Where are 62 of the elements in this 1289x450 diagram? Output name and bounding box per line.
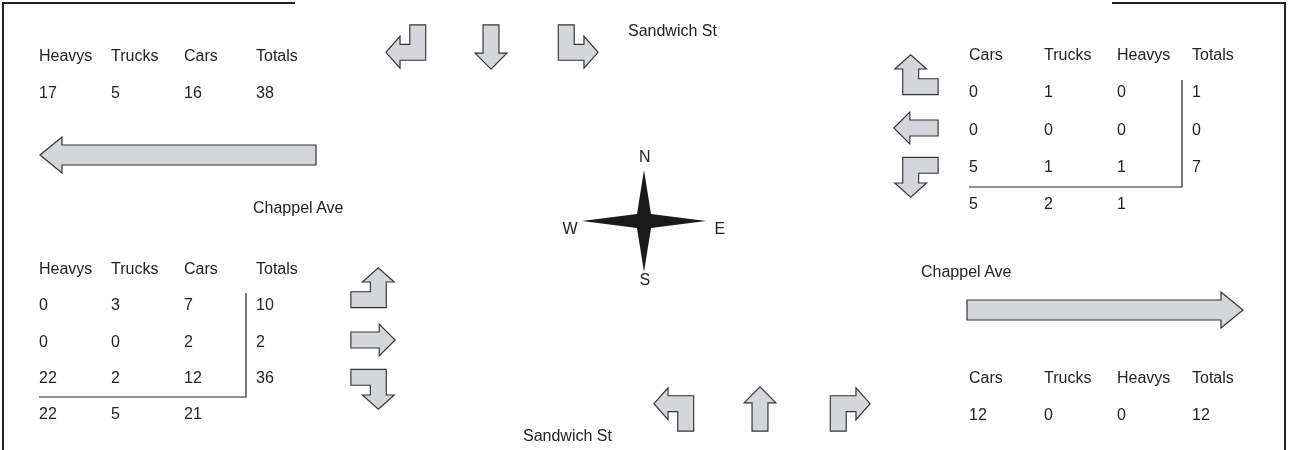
total-value: 5 — [111, 405, 120, 423]
street-name: Chappel Ave — [921, 263, 1012, 281]
total-value: 12 — [1192, 406, 1210, 424]
count-value: 17 — [39, 84, 57, 102]
compass-letter: E — [714, 220, 726, 238]
total-value: 36 — [256, 369, 274, 387]
total-value: 5 — [969, 195, 978, 213]
count-value: 5 — [111, 84, 120, 102]
count-value: 22 — [39, 369, 57, 387]
street-name: Sandwich St — [628, 22, 717, 40]
total-value: 1 — [1192, 83, 1201, 101]
compass-letter: W — [562, 220, 578, 238]
count-value: 0 — [1044, 406, 1053, 424]
column-header: Heavys — [1117, 369, 1171, 387]
column-header: Trucks — [1044, 369, 1092, 387]
total-value: 38 — [256, 84, 274, 102]
count-value: 1 — [1044, 83, 1053, 101]
total-value: 10 — [256, 296, 274, 314]
count-value: 0 — [39, 296, 48, 314]
total-value: 7 — [1192, 158, 1201, 176]
total-value: 22 — [39, 405, 57, 423]
total-value: 2 — [256, 333, 265, 351]
count-value: 0 — [39, 333, 48, 351]
column-header: Cars — [184, 47, 218, 65]
count-value: 2 — [111, 369, 120, 387]
column-header: Heavys — [39, 260, 93, 278]
count-value: 0 — [111, 333, 120, 351]
count-value: 16 — [184, 84, 202, 102]
column-header: Cars — [969, 369, 1003, 387]
count-value: 0 — [969, 83, 978, 101]
count-value: 1 — [1044, 158, 1053, 176]
column-header: Cars — [969, 46, 1003, 64]
count-value: 0 — [1117, 406, 1126, 424]
column-header: Totals — [1192, 46, 1234, 64]
count-value: 12 — [184, 369, 202, 387]
column-header: Trucks — [1044, 46, 1092, 64]
count-value: 1 — [1117, 158, 1126, 176]
count-value: 7 — [184, 296, 193, 314]
count-value: 0 — [969, 121, 978, 139]
count-value: 5 — [969, 158, 978, 176]
count-value: 0 — [1117, 83, 1126, 101]
total-value: 21 — [184, 405, 202, 423]
total-value: 2 — [1044, 195, 1053, 213]
total-value: 0 — [1192, 121, 1201, 139]
column-header: Totals — [1192, 369, 1234, 387]
street-name: Sandwich St — [523, 427, 612, 445]
column-header: Heavys — [39, 47, 93, 65]
column-header: Totals — [256, 47, 298, 65]
column-header: Totals — [256, 260, 298, 278]
count-value: 12 — [969, 406, 987, 424]
compass-letter: S — [639, 271, 651, 289]
street-name: Chappel Ave — [253, 199, 344, 217]
column-header: Heavys — [1117, 46, 1171, 64]
column-header: Trucks — [111, 47, 159, 65]
count-value: 0 — [1117, 121, 1126, 139]
count-value: 3 — [111, 296, 120, 314]
total-value: 1 — [1117, 195, 1126, 213]
compass-letter: N — [639, 148, 651, 166]
column-header: Trucks — [111, 260, 159, 278]
column-header: Cars — [184, 260, 218, 278]
count-value: 2 — [184, 333, 193, 351]
count-value: 0 — [1044, 121, 1053, 139]
